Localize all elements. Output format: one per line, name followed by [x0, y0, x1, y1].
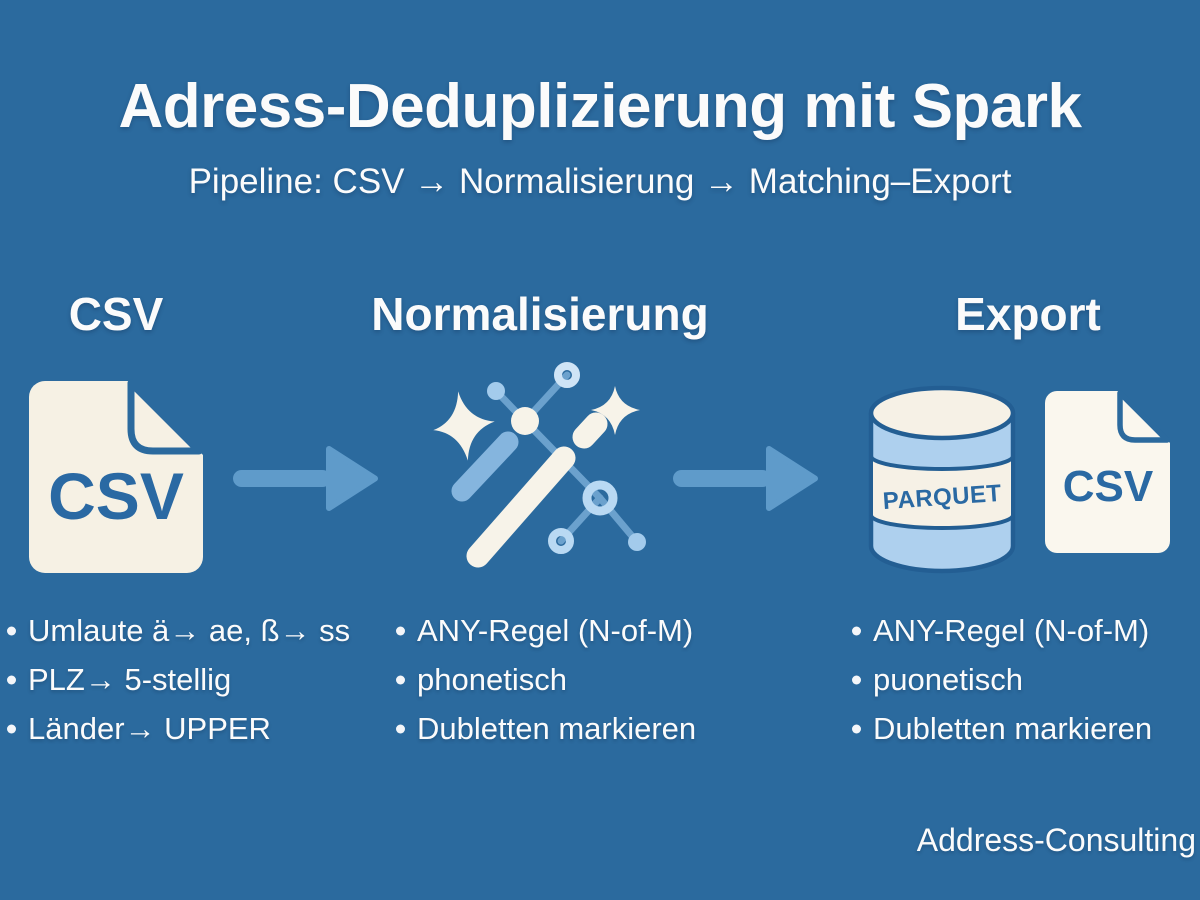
column-heading-csv: CSV: [68, 288, 164, 340]
list-item: Länder→ UPPER: [4, 704, 350, 753]
magic-wand-icon: [433, 362, 646, 568]
list-item: ANY-Regel (N-of-M): [849, 606, 1152, 655]
node-ring: [554, 362, 580, 388]
white-wand: [466, 446, 576, 568]
normalisierung-bullet-list: ANY-Regel (N-of-M) phonetisch Dubletten …: [393, 606, 696, 753]
node-dot: [487, 382, 505, 400]
list-item: phonetisch: [393, 655, 696, 704]
list-item: PLZ→ 5-stellig: [4, 655, 350, 704]
export-csv-file-icon: CSV: [1045, 390, 1170, 553]
list-item: Dubletten markieren: [849, 704, 1152, 753]
node-ring: [548, 528, 574, 554]
column-heading-normalisierung: Normalisierung: [371, 288, 709, 340]
column-heading-export: Export: [955, 288, 1101, 340]
csv-bullet-list: Umlaute ä→ ae, ß→ ss PLZ→ 5-stellig Länd…: [4, 606, 350, 753]
page-title: Adress-Deduplizierung mit Spark: [118, 72, 1082, 141]
sparkle-star: [433, 391, 495, 461]
export-bullet-list: ANY-Regel (N-of-M) puonetisch Dubletten …: [849, 606, 1152, 753]
pipeline-subtitle: Pipeline: CSV → Normalisierung → Matchin…: [188, 162, 1012, 201]
blue-wand: [451, 431, 519, 502]
list-item: Dubletten markieren: [393, 704, 696, 753]
csv-file-label: CSV: [48, 459, 184, 533]
node-ring: [582, 480, 618, 516]
list-item: ANY-Regel (N-of-M): [393, 606, 696, 655]
csv-file-icon: CSV: [29, 379, 203, 573]
brand-footer: Address-Consulting: [916, 822, 1196, 858]
list-item: Umlaute ä→ ae, ß→ ss: [4, 606, 350, 655]
folded-corner: [1117, 390, 1170, 443]
node-white: [511, 407, 539, 435]
folded-corner: [127, 379, 203, 455]
arrow-right-icon: [233, 446, 378, 511]
arrow-right-icon: [673, 446, 818, 511]
node-dot: [628, 533, 646, 551]
sparkle-star: [591, 386, 640, 435]
white-wand-tip: [572, 412, 608, 449]
export-csv-label: CSV: [1063, 462, 1154, 511]
list-item: puonetisch: [849, 655, 1152, 704]
parquet-database-icon: PARQUET: [868, 385, 1016, 574]
